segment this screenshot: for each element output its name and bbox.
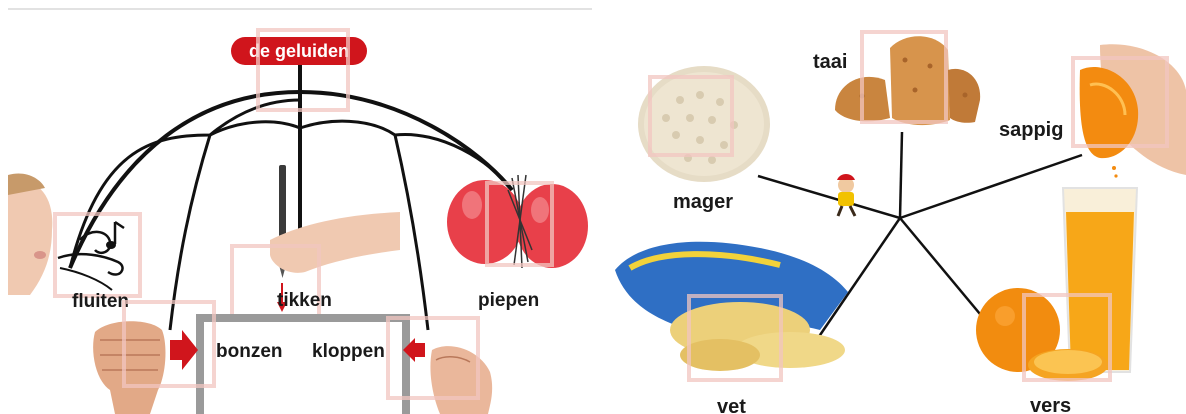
cartoon-figure-icon [837,174,855,216]
rice-cake-icon [638,66,770,182]
label-mager: mager [673,191,733,213]
face-whistling-icon [8,173,52,295]
label-vet: vet [717,396,746,414]
orange-juice-icon [976,188,1137,381]
wind-swirl-icon [58,254,123,290]
label-sappig: sappig [999,119,1063,141]
title-text: de geluiden [249,41,349,61]
orange-squeeze-icon [1080,44,1186,177]
label-taai: taai [813,51,847,73]
label-tikken: tikken [277,290,332,311]
label-kloppen: kloppen [312,341,385,362]
fist-icon [93,321,165,414]
star-ray-taai [900,132,902,218]
cookies-icon [835,36,980,125]
balloons-icon [447,175,588,268]
music-note-icon [80,222,124,253]
chips-bag-icon [615,242,848,371]
arrow-bonzen [170,330,198,370]
label-vers: vers [1030,395,1071,414]
star-ray-sappig [900,155,1082,218]
knocking-hand-icon [430,346,492,414]
star-ray-mager [758,176,900,218]
label-fluiten: fluiten [72,291,129,312]
label-bonzen: bonzen [216,341,283,362]
door-panel [200,318,406,414]
umbrella-canopy-scallop [210,121,395,135]
label-piepen: piepen [478,290,539,311]
